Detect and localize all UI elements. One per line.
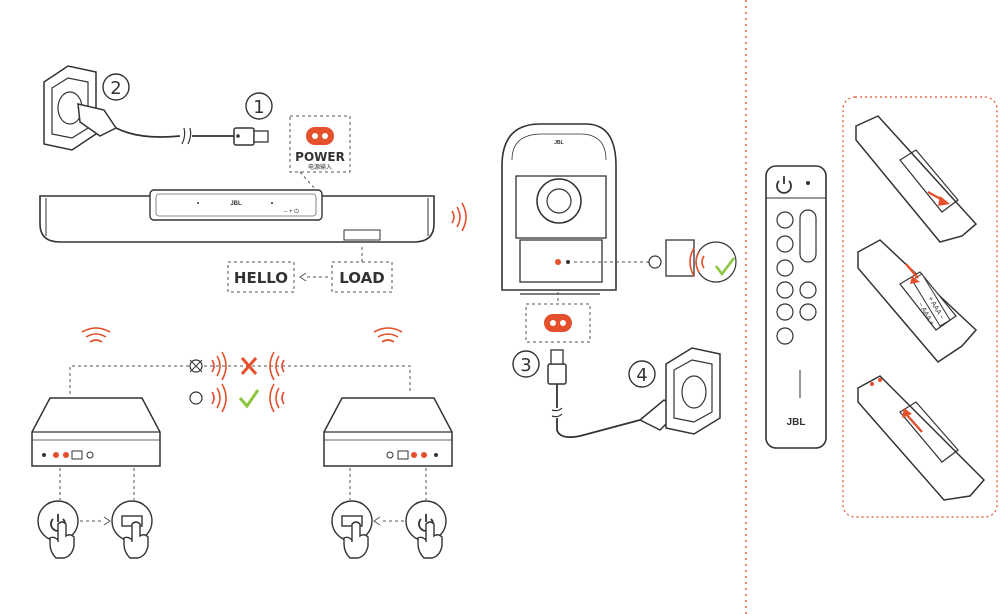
power-plug-1	[77, 103, 181, 138]
connection-ok-row	[189, 383, 285, 413]
power-button-left	[37, 500, 79, 559]
remote-back-cover-open	[855, 115, 978, 243]
remote-control	[765, 165, 827, 449]
connect-button-left	[111, 500, 153, 559]
soundbar-logo: JBL	[230, 201, 242, 207]
step-4-badge	[628, 360, 656, 388]
remote-back-cover-closed	[857, 375, 986, 501]
remote-logo: JBL	[787, 417, 806, 428]
connect-button-right	[331, 500, 373, 559]
step-3-badge	[512, 350, 540, 378]
power-sublabel: 电源输入	[308, 163, 332, 171]
check-icon	[238, 389, 260, 409]
check-icon	[714, 257, 736, 277]
subwoofer	[501, 123, 617, 295]
svg-text:– + ⏻: – + ⏻	[284, 208, 299, 215]
cross-icon	[240, 357, 258, 375]
step-2-number: 2	[110, 78, 121, 99]
subwoofer-power-cable	[547, 349, 682, 439]
hello-display-box	[227, 261, 295, 293]
connection-failed-row	[189, 351, 285, 381]
pair-button	[648, 255, 662, 269]
wireless-wave-icon	[451, 202, 467, 232]
step-1-number: 1	[253, 97, 264, 118]
power-cable	[181, 127, 269, 146]
rear-speaker-left	[31, 397, 161, 467]
wireless-wave-icon	[373, 327, 403, 343]
subwoofer-logo: JBL	[554, 140, 563, 146]
step-3-number: 3	[520, 355, 531, 376]
soundbar: – + ⏻	[39, 189, 435, 243]
power-label: POWER	[295, 150, 345, 164]
power-input-callout	[289, 115, 351, 191]
wireless-wave-icon	[81, 327, 111, 343]
display-load-text: LOAD	[339, 269, 384, 287]
power-button-right	[405, 500, 447, 559]
battery-steps-frame	[842, 96, 998, 518]
remote-battery-compartment	[857, 239, 978, 363]
step-1-badge	[245, 92, 273, 120]
display-hello-text: HELLO	[234, 269, 288, 287]
rear-speaker-right	[323, 397, 453, 467]
step-4-number: 4	[636, 365, 647, 386]
wall-socket-2	[665, 347, 721, 435]
step-2-badge	[102, 73, 130, 101]
subwoofer-paired-icon	[665, 239, 737, 283]
load-display-box	[331, 261, 393, 293]
